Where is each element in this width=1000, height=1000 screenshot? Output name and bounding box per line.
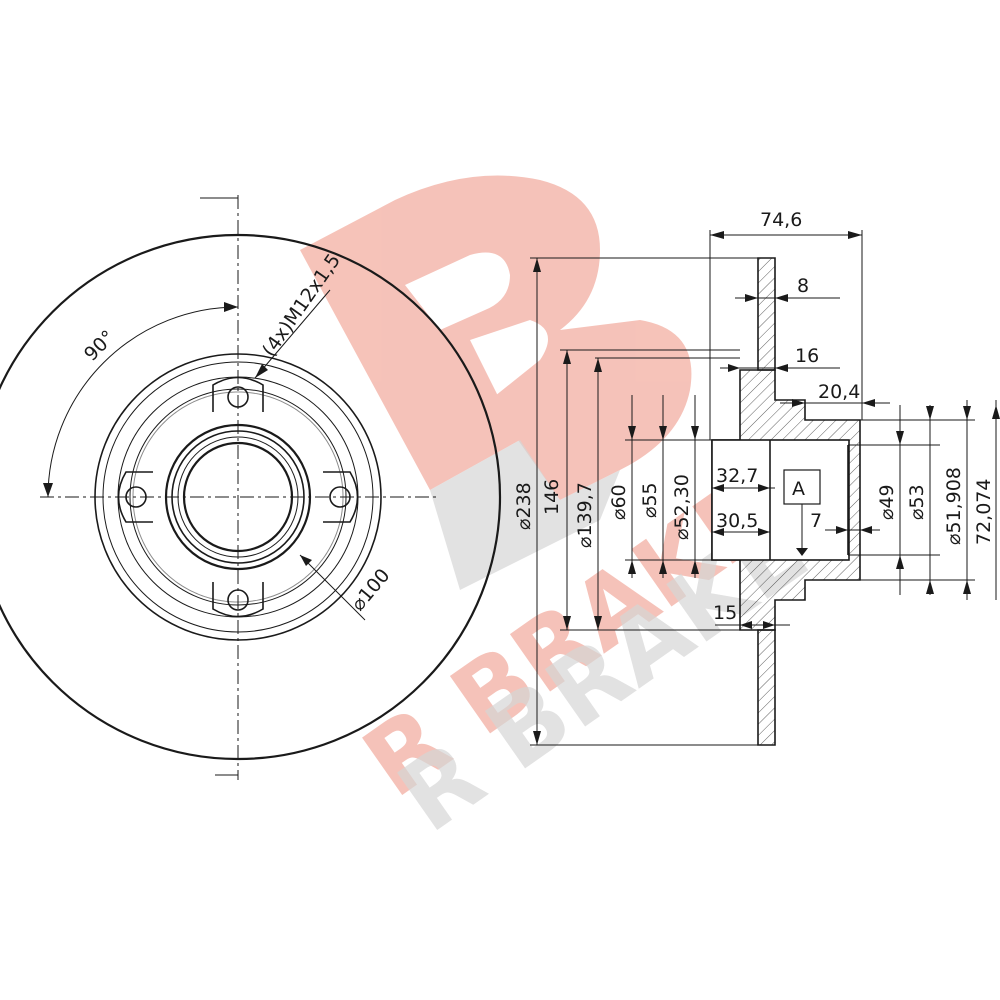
dim-52-30: ⌀52,30: [671, 474, 693, 540]
pcd-leader-arrow: [300, 555, 312, 566]
hat-ring-4: [129, 388, 347, 606]
dim-bore-depth-1: 32,7: [716, 465, 758, 487]
dim-55: ⌀55: [639, 482, 661, 518]
dim-60: ⌀60: [608, 484, 630, 520]
hub-ring: [171, 430, 305, 564]
datum-triangle: [796, 548, 808, 556]
datum-box: [783, 469, 821, 505]
dim-disc-thickness: 8: [797, 275, 809, 297]
dim-flange-step: 15: [713, 602, 737, 624]
section-view: 74,6 8 16 20,4 32,7 A 30,5: [513, 209, 1000, 746]
dim-overall-width: 74,6: [760, 209, 802, 231]
pcd-leader: [299, 554, 366, 621]
angle-arc: [47, 306, 239, 498]
logo-r-shape: [300, 175, 692, 500]
dim-72-074: 72,074: [973, 479, 995, 545]
dim-49: ⌀49: [876, 484, 898, 520]
section-disc-lower: [757, 629, 776, 746]
bolt-boss-top: [212, 376, 264, 412]
dim-53: ⌀53: [906, 484, 928, 520]
bolt-leader: [254, 289, 331, 379]
dim-hub-offset: 20,4: [818, 381, 860, 403]
section-bore: [711, 439, 850, 561]
disc-outer-edge: [0, 233, 502, 761]
dim-51-908: ⌀51,908: [943, 467, 965, 545]
dim-146: 146: [541, 479, 563, 515]
angle-label: 90°: [80, 326, 119, 365]
hat-outer-ring: [94, 353, 382, 641]
bolt-boss-right: [323, 471, 359, 523]
bolt-boss-left: [117, 471, 153, 523]
pcd-label: ⌀100: [347, 565, 395, 616]
pcd-circle: [132, 391, 344, 603]
dim-139-7: ⌀139,7: [574, 482, 596, 548]
bolt-boss-bottom: [212, 582, 264, 618]
hub-bore: [182, 441, 294, 553]
logo-r-shadow: [430, 440, 620, 590]
dim-outer-diameter: ⌀238: [513, 482, 535, 530]
hub-outer: [164, 423, 312, 571]
hub-ring-inner: [177, 436, 299, 558]
bolt-leader-arrow: [255, 364, 268, 378]
logo-r-inner: [405, 252, 510, 330]
angle-arrow-1: [43, 483, 53, 497]
dim-inner-step: 7: [810, 510, 822, 532]
hat-ring-2: [102, 361, 374, 633]
angle-arrow-2: [224, 302, 238, 312]
dim-bore-depth-2: 30,5: [716, 510, 758, 532]
dim-hat-offset-label: 16: [795, 345, 819, 367]
section-disc-upper: [757, 257, 776, 371]
datum-label: A: [792, 478, 805, 500]
